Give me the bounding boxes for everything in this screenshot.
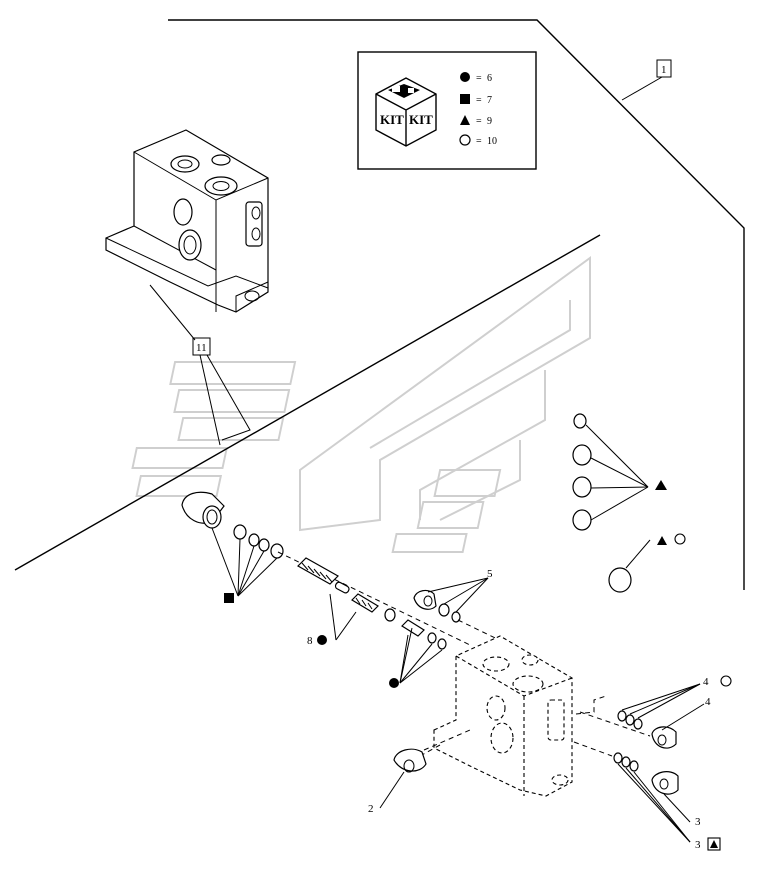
filled-square-icon [224, 593, 234, 603]
legend-number: 9 [487, 116, 492, 127]
assembled-valve-block [105, 129, 269, 313]
legend-entry-9: = 9 [460, 115, 492, 127]
legend-number: 7 [487, 95, 492, 106]
plug-item-5: 5 [413, 568, 521, 651]
valve-section-body [419, 635, 573, 797]
spool-cap-group [181, 491, 284, 603]
callout-3a-label: 3 [695, 816, 701, 828]
o-ring-set [572, 413, 686, 593]
kit-word-right: KIT [409, 112, 433, 127]
open-circle-icon [459, 134, 471, 146]
legend-entry-6: = 6 [460, 72, 492, 84]
callout-11-label: 11 [196, 342, 207, 354]
kit-word-left: KIT [380, 112, 404, 127]
legend-eq: = [476, 116, 482, 127]
callout-1: 1 [621, 59, 672, 101]
frame-lines [14, 19, 745, 590]
filled-triangle-icon [460, 115, 470, 125]
plug-item-4: 4 4 [575, 675, 732, 749]
spring-poppet-chain: 8 [277, 551, 471, 688]
kit-box-icon: KIT KIT [375, 77, 437, 147]
legend-eq: = [476, 73, 482, 84]
filled-circle-icon [317, 635, 327, 645]
callout-4a-label: 4 [703, 676, 709, 688]
legend-number: 6 [487, 73, 492, 84]
callout-1-label: 1 [661, 64, 667, 76]
legend-entry-7: = 7 [460, 94, 492, 106]
kit-legend-box: KIT KIT = 6 = 7 = 9 = 10 [357, 51, 537, 170]
open-circle-icon [674, 533, 686, 545]
callout-11: 11 [149, 284, 251, 446]
open-circle-icon [720, 675, 732, 687]
filled-square-icon [460, 94, 470, 104]
watermark-logo [131, 256, 591, 553]
filled-triangle-icon [657, 536, 667, 545]
callout-4b-label: 4 [705, 696, 711, 708]
filled-circle-icon [460, 72, 470, 82]
legend-eq: = [476, 95, 482, 106]
callout-3b-label: 3 [695, 839, 701, 851]
callout-8-label: 8 [307, 635, 313, 647]
filled-circle-icon [389, 678, 399, 688]
legend-entry-10: = 10 [459, 134, 497, 147]
callout-2-label: 2 [368, 803, 374, 815]
plug-item-3: 3 3 [573, 741, 721, 851]
legend-eq: = [476, 136, 482, 147]
legend-number: 10 [487, 136, 497, 147]
plug-item-2: 2 [368, 748, 427, 815]
callout-5-label: 5 [487, 568, 493, 580]
filled-triangle-icon [655, 480, 667, 490]
